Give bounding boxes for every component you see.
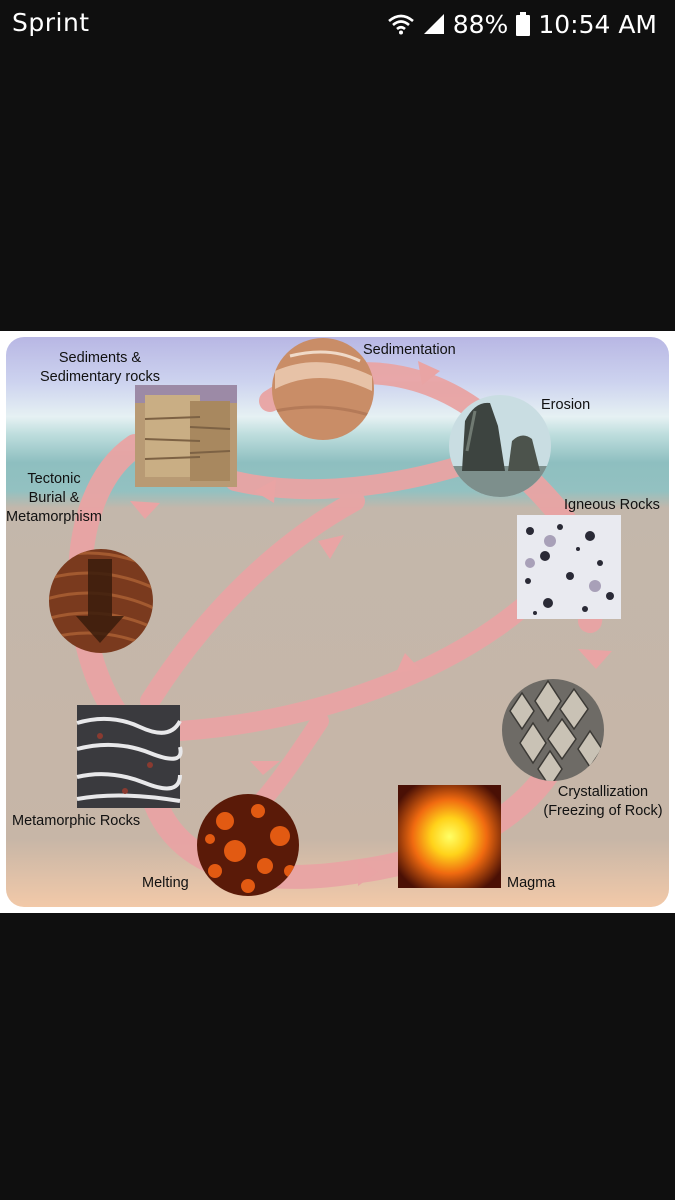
label-magma: Magma bbox=[507, 875, 556, 891]
label-tectonic-line3: Metamorphism bbox=[6, 509, 102, 525]
label-sediments-line2: Sedimentary rocks bbox=[39, 369, 161, 385]
magma-photo bbox=[398, 785, 501, 888]
rock-cycle-diagram: Sediments & Sedimentary rocks Sedimentat… bbox=[0, 331, 675, 913]
erosion-photo bbox=[449, 395, 551, 497]
label-tectonic-burial: Tectonic Burial & Metamorphism bbox=[4, 470, 104, 527]
clock-time: 10:54 AM bbox=[538, 9, 657, 39]
battery-percent: 88% bbox=[452, 9, 509, 39]
melting-photo bbox=[197, 794, 299, 896]
status-bar: Sprint 88% 10:54 AM bbox=[0, 0, 675, 48]
wifi-icon bbox=[387, 13, 415, 35]
label-sedimentation: Sedimentation bbox=[363, 342, 456, 358]
label-crystallization-line2: (Freezing of Rock) bbox=[543, 803, 663, 819]
status-indicators: 88% 10:54 AM bbox=[387, 8, 657, 40]
arrow-heads bbox=[130, 361, 612, 886]
cellular-signal-icon bbox=[423, 13, 445, 35]
carrier-name: Sprint bbox=[12, 8, 90, 37]
label-tectonic-line2: Burial & bbox=[28, 490, 80, 506]
battery-icon bbox=[516, 12, 531, 36]
rock-cycle-graphic bbox=[6, 337, 669, 907]
label-igneous-rocks: Igneous Rocks bbox=[564, 497, 660, 513]
sedimentation-photo bbox=[272, 338, 374, 440]
label-tectonic-line1: Tectonic bbox=[27, 471, 81, 487]
label-crystallization: Crystallization (Freezing of Rock) bbox=[536, 783, 670, 821]
igneous-rock-photo bbox=[517, 515, 621, 619]
label-metamorphic-rocks: Metamorphic Rocks bbox=[12, 813, 141, 829]
label-sediments-line1: Sediments & bbox=[58, 350, 142, 366]
label-melting: Melting bbox=[142, 875, 189, 891]
label-sediments: Sediments & Sedimentary rocks bbox=[30, 349, 170, 387]
label-erosion: Erosion bbox=[541, 397, 591, 413]
label-crystallization-line1: Crystallization bbox=[557, 784, 649, 800]
sediments-photo bbox=[135, 385, 237, 487]
metamorphic-rock-photo bbox=[76, 705, 183, 808]
